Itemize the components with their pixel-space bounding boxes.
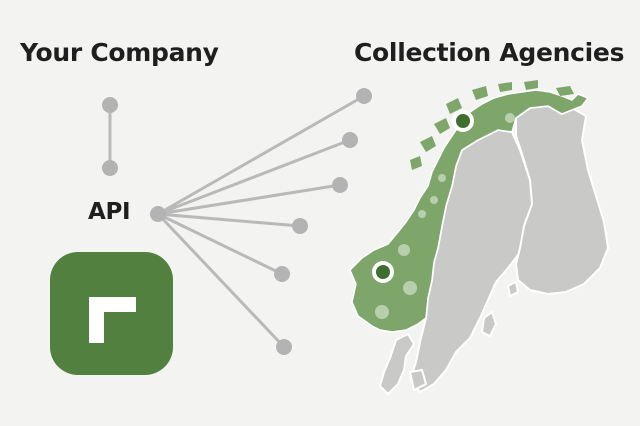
location-pin-icon <box>452 110 474 132</box>
your-company-label: Your Company <box>20 38 219 67</box>
api-label: API <box>88 199 131 225</box>
coast-fragment <box>524 80 538 90</box>
agency-node <box>276 339 292 355</box>
agency-link-line <box>156 212 302 228</box>
agency-dot <box>505 113 515 123</box>
coast-fragment <box>498 82 512 92</box>
coast-fragment <box>446 98 462 114</box>
agency-link-line <box>156 94 366 216</box>
agency-dot <box>398 244 410 256</box>
norway-shape <box>349 89 589 333</box>
connector-lines <box>108 94 366 349</box>
api-node <box>150 206 166 222</box>
agency-dot <box>375 305 389 319</box>
agency-link-line <box>156 183 342 216</box>
agency-dot <box>418 210 426 218</box>
company-node <box>102 97 118 113</box>
gotland-shape <box>480 310 498 338</box>
agency-link-line <box>156 212 284 276</box>
bracket-corner-logo-icon <box>50 252 173 375</box>
collection-agencies-label: Collection Agencies <box>354 38 625 67</box>
coast-fragment <box>472 86 488 100</box>
agency-link-line <box>156 212 286 349</box>
agency-node <box>356 88 372 104</box>
scandinavia-map-icon <box>349 80 609 395</box>
location-pin-icon <box>372 261 394 283</box>
coast-fragment <box>434 118 450 134</box>
agency-node <box>342 132 358 148</box>
company-node <box>102 160 118 176</box>
danish-island-shape <box>408 368 428 392</box>
agency-node <box>274 266 290 282</box>
coast-fragment <box>410 156 422 170</box>
coast-fragment <box>420 136 436 152</box>
agency-dot <box>438 174 446 182</box>
agency-link-line <box>156 138 352 216</box>
denmark-shape <box>379 333 415 395</box>
agency-dot <box>430 196 438 204</box>
agency-node <box>292 218 308 234</box>
agency-dot <box>403 281 417 295</box>
coast-fragment <box>556 86 574 96</box>
aland-shape <box>506 280 520 298</box>
agency-node <box>332 177 348 193</box>
connector-nodes <box>102 88 372 355</box>
